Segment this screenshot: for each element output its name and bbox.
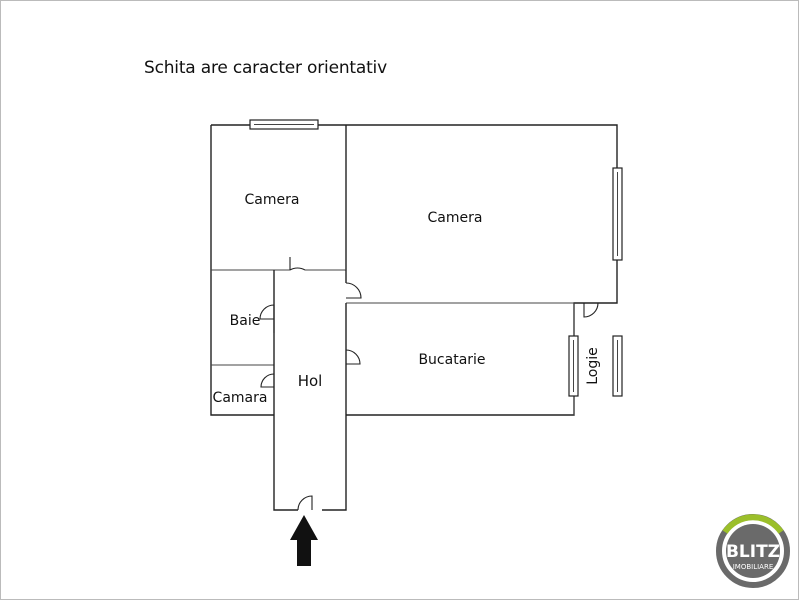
windows bbox=[249, 119, 623, 397]
blitz-logo: BLITZ IMOBILIARE bbox=[716, 514, 790, 588]
room-label-baie: Baie bbox=[230, 313, 261, 329]
logo-brand: BLITZ bbox=[726, 542, 780, 562]
room-label-logie: Logie bbox=[585, 347, 601, 385]
doors bbox=[259, 257, 599, 511]
room-label-bucatarie: Bucatarie bbox=[418, 352, 485, 368]
door-entrance bbox=[297, 495, 313, 511]
outer-walls bbox=[210, 124, 618, 416]
door-bucatarie bbox=[345, 349, 361, 365]
door-baie bbox=[259, 304, 275, 333]
room-label-camera-left: Camera bbox=[245, 192, 300, 208]
hallway-walls bbox=[273, 270, 347, 511]
door-camera-left bbox=[289, 257, 306, 271]
room-label-hol: Hol bbox=[298, 372, 323, 390]
room-label-camara: Camara bbox=[213, 390, 268, 406]
door-logie bbox=[583, 302, 599, 318]
disclaimer-note: Schita are caracter orientativ bbox=[144, 58, 387, 78]
door-camara bbox=[260, 373, 275, 388]
door-camera-right bbox=[345, 282, 362, 299]
room-label-camera-right: Camera bbox=[428, 210, 483, 226]
logo-sub: IMOBILIARE bbox=[733, 563, 774, 571]
entrance-arrow-icon bbox=[290, 515, 318, 566]
